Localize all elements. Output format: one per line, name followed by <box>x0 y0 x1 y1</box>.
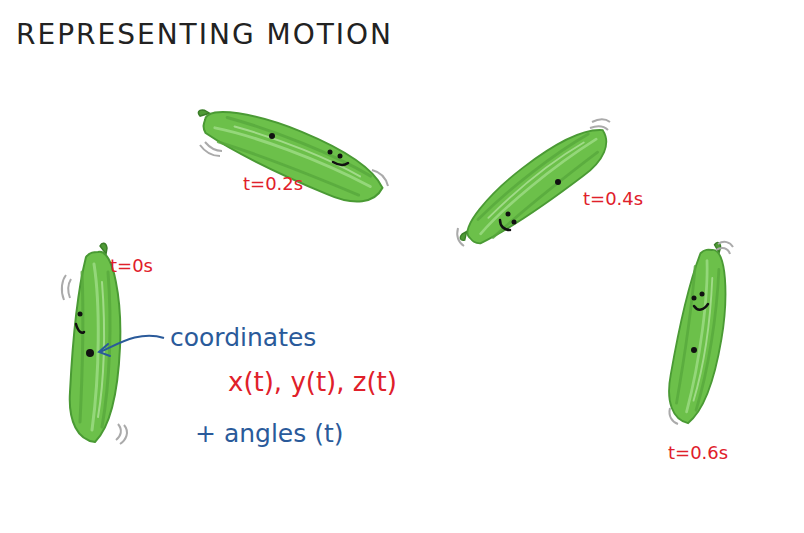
angles-label: + angles (t) <box>195 420 344 448</box>
title: REPRESENTING MOTION <box>16 20 393 51</box>
time-label: t=0s <box>110 256 153 276</box>
zucchini-t06 <box>665 239 733 426</box>
time-label: t=0.4s <box>583 189 643 209</box>
leader-line <box>100 336 164 352</box>
coordinate-functions: x(t), y(t), z(t) <box>228 368 397 397</box>
zucchini-t02 <box>187 96 391 211</box>
time-label: t=0.2s <box>243 174 303 194</box>
leader-arrowhead <box>99 344 110 356</box>
coordinates-label: coordinates <box>170 324 316 352</box>
center-point <box>86 349 94 357</box>
zucchini-t04 <box>451 113 617 263</box>
time-label: t=0.6s <box>668 443 728 463</box>
